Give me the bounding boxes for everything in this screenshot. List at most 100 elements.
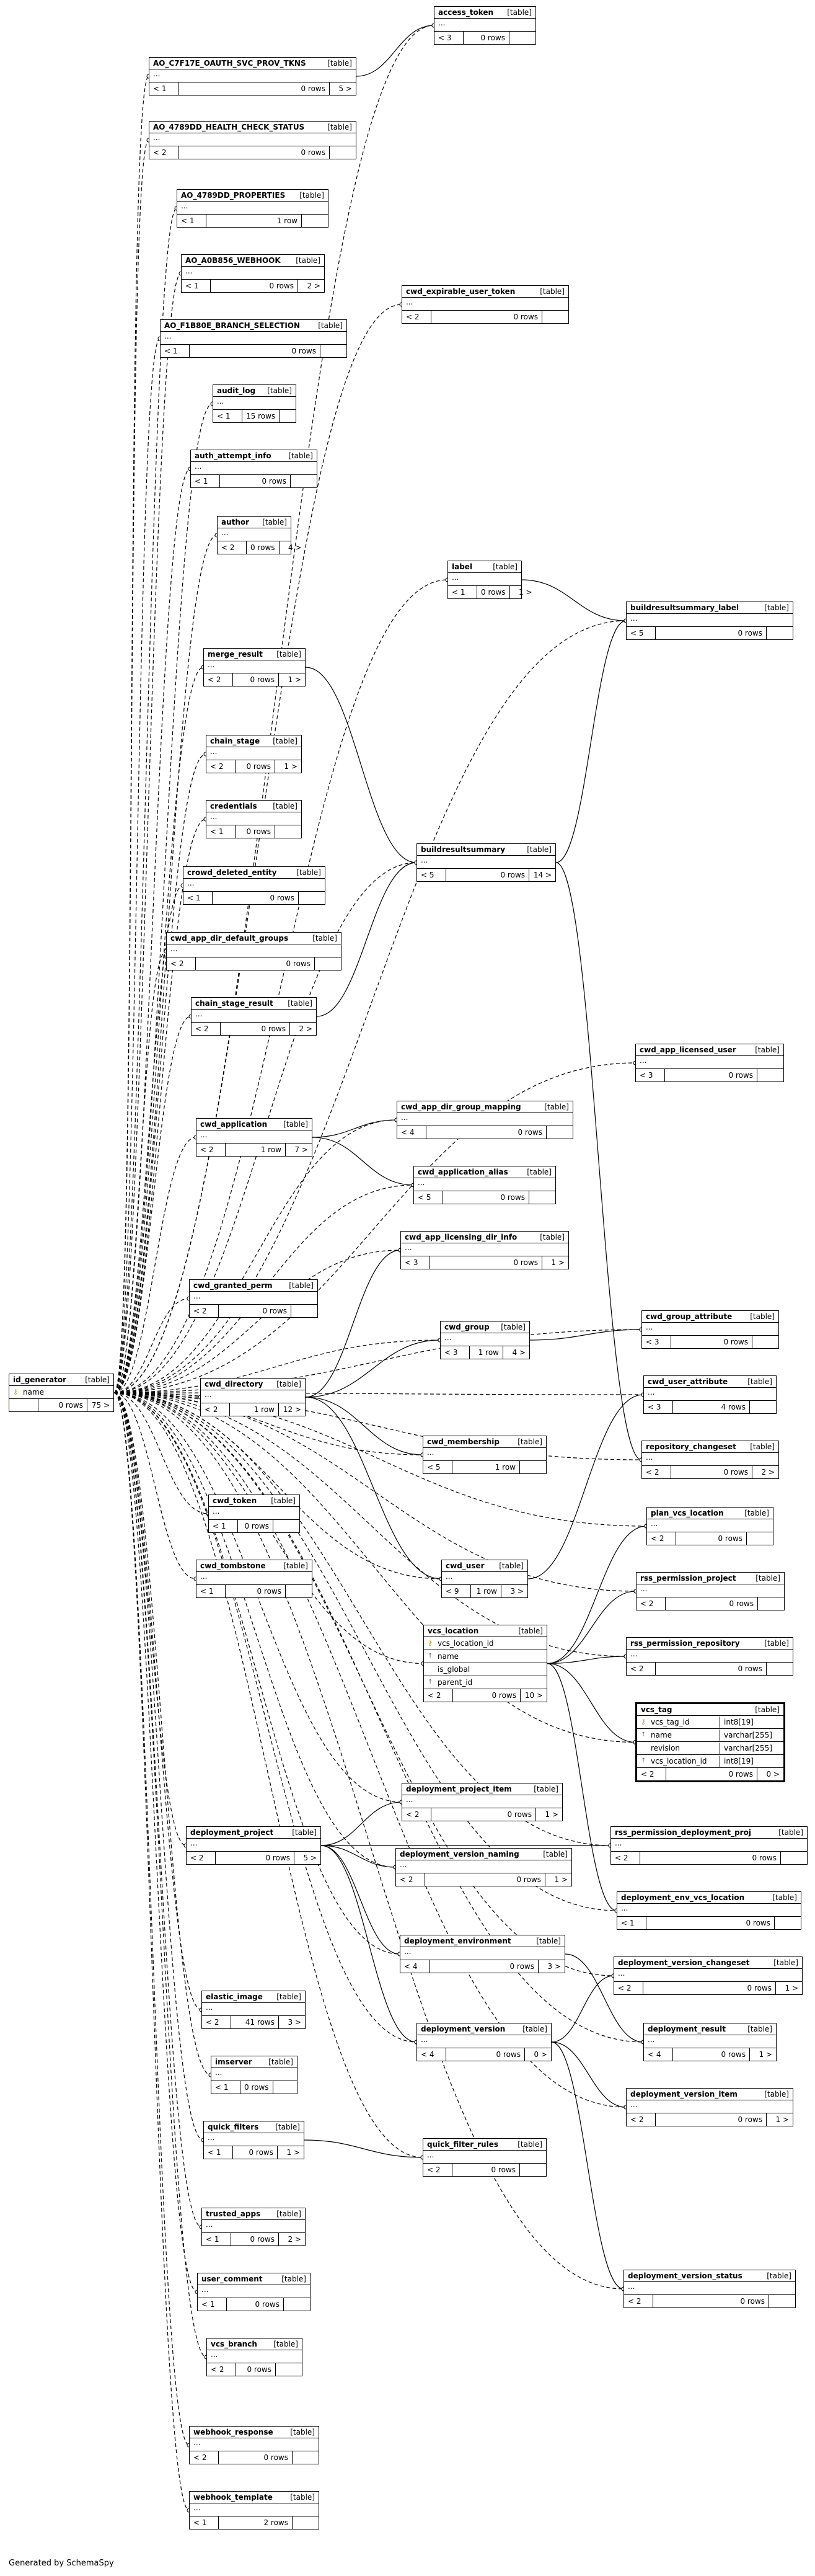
- table-name[interactable]: deployment_version_naming: [400, 1850, 519, 1859]
- more-columns-marker[interactable]: ...: [414, 1178, 555, 1191]
- outgoing-count[interactable]: 1 >: [759, 2050, 772, 2059]
- incoming-count[interactable]: < 2: [190, 1305, 219, 1317]
- table-name[interactable]: crowd_deleted_entity: [187, 868, 277, 877]
- incoming-count[interactable]: < 3: [401, 1256, 430, 1269]
- table-name[interactable]: cwd_granted_perm: [193, 1281, 273, 1290]
- incoming-count[interactable]: < 1: [448, 586, 477, 598]
- table-name[interactable]: cwd_user: [446, 1561, 485, 1570]
- table-name[interactable]: AO_4789DD_PROPERTIES: [181, 191, 286, 200]
- table-name[interactable]: imserver: [215, 2058, 252, 2066]
- table-name[interactable]: chain_stage_result: [195, 999, 273, 1008]
- table-name[interactable]: author: [221, 518, 250, 526]
- incoming-count[interactable]: < 2: [402, 1808, 431, 1821]
- more-columns-marker[interactable]: ...: [201, 1390, 305, 1403]
- incoming-count[interactable]: < 1: [149, 82, 178, 95]
- table-name[interactable]: AO_F1B80E_BRANCH_SELECTION: [164, 321, 301, 330]
- table-name[interactable]: quick_filter_rules: [427, 2140, 498, 2149]
- outgoing-count[interactable]: [781, 1852, 807, 1864]
- incoming-count[interactable]: < 2: [204, 673, 233, 686]
- incoming-count[interactable]: < 1: [183, 892, 213, 904]
- outgoing-count[interactable]: 0 >: [534, 2050, 547, 2059]
- incoming-count[interactable]: < 2: [627, 2113, 656, 2126]
- outgoing-count[interactable]: [542, 311, 568, 323]
- more-columns-marker[interactable]: ...: [448, 573, 521, 586]
- outgoing-count[interactable]: 3 >: [510, 1587, 524, 1596]
- table-name[interactable]: access_token: [438, 8, 494, 17]
- column-row[interactable]: ⚷name: [9, 1386, 113, 1399]
- outgoing-count[interactable]: [529, 1191, 555, 1204]
- more-columns-marker[interactable]: ...: [191, 462, 317, 475]
- more-columns-marker[interactable]: ...: [192, 1010, 316, 1023]
- incoming-count[interactable]: < 1: [204, 2146, 233, 2159]
- outgoing-count[interactable]: 10 >: [524, 1691, 543, 1700]
- table-name[interactable]: cwd_user_attribute: [648, 1377, 728, 1386]
- outgoing-count[interactable]: 5 >: [303, 1854, 317, 1862]
- more-columns-marker[interactable]: ...: [417, 2035, 551, 2048]
- incoming-count[interactable]: < 5: [414, 1191, 443, 1204]
- incoming-count[interactable]: < 2: [611, 1852, 640, 1864]
- table-name[interactable]: vcs_location: [428, 1627, 479, 1635]
- table-name[interactable]: auth_attempt_info: [195, 451, 271, 460]
- more-columns-marker[interactable]: ...: [213, 397, 296, 410]
- more-columns-marker[interactable]: ...: [637, 1584, 784, 1597]
- more-columns-marker[interactable]: ...: [204, 660, 305, 673]
- outgoing-count[interactable]: 5 >: [338, 84, 352, 93]
- table-ao_c7f[interactable]: AO_C7F17E_OAUTH_SVC_PROV_TKNS[table]...<…: [149, 57, 356, 95]
- more-columns-marker[interactable]: ...: [434, 19, 535, 32]
- table-rss_perm_dep[interactable]: rss_permission_deployment_proj[table]...…: [610, 1826, 808, 1865]
- incoming-count[interactable]: < 1: [202, 2233, 231, 2245]
- more-columns-marker[interactable]: ...: [642, 1323, 778, 1336]
- outgoing-count[interactable]: 2 >: [761, 1468, 775, 1477]
- incoming-count[interactable]: < 2: [167, 957, 196, 970]
- incoming-count[interactable]: < 9: [442, 1585, 471, 1597]
- outgoing-count[interactable]: [520, 1461, 546, 1473]
- more-columns-marker[interactable]: ...: [627, 2100, 793, 2113]
- outgoing-count[interactable]: [291, 1305, 317, 1317]
- outgoing-count[interactable]: [280, 410, 306, 422]
- column-row[interactable]: ↑name: [424, 1650, 547, 1663]
- table-name[interactable]: cwd_app_dir_default_groups: [170, 934, 289, 943]
- outgoing-count[interactable]: 4 >: [512, 1348, 526, 1357]
- more-columns-marker[interactable]: ...: [423, 2151, 546, 2164]
- table-name[interactable]: deployment_version_changeset: [618, 1958, 750, 1967]
- table-dep_ver_chg[interactable]: deployment_version_changeset[table]...< …: [614, 1956, 803, 1995]
- incoming-count[interactable]: < 3: [441, 1346, 470, 1359]
- more-columns-marker[interactable]: ...: [196, 1572, 312, 1585]
- table-name[interactable]: label: [452, 562, 473, 571]
- incoming-count[interactable]: < 1: [198, 2298, 227, 2311]
- table-name[interactable]: deployment_project_item: [406, 1785, 512, 1793]
- outgoing-count[interactable]: [752, 1336, 778, 1348]
- incoming-count[interactable]: < 3: [636, 1069, 665, 1081]
- table-name[interactable]: cwd_app_dir_group_mapping: [401, 1103, 521, 1111]
- incoming-count[interactable]: < 2: [647, 1532, 676, 1545]
- incoming-count[interactable]: < 1: [191, 475, 220, 487]
- more-columns-marker[interactable]: ...: [644, 2035, 776, 2048]
- table-name[interactable]: deployment_environment: [404, 1937, 511, 1945]
- table-name[interactable]: webhook_response: [193, 2428, 273, 2436]
- incoming-count[interactable]: < 2: [192, 1023, 221, 1035]
- table-name[interactable]: cwd_group_attribute: [646, 1312, 733, 1321]
- more-columns-marker[interactable]: ...: [624, 2282, 795, 2295]
- incoming-count[interactable]: < 1: [190, 2516, 219, 2529]
- table-name[interactable]: cwd_membership: [427, 1437, 500, 1446]
- more-columns-marker[interactable]: ...: [207, 2350, 302, 2363]
- incoming-count[interactable]: < 2: [196, 1144, 226, 1156]
- outgoing-count[interactable]: 0 >: [766, 1770, 780, 1779]
- table-name[interactable]: trusted_apps: [206, 2210, 261, 2218]
- outgoing-count[interactable]: [320, 345, 346, 357]
